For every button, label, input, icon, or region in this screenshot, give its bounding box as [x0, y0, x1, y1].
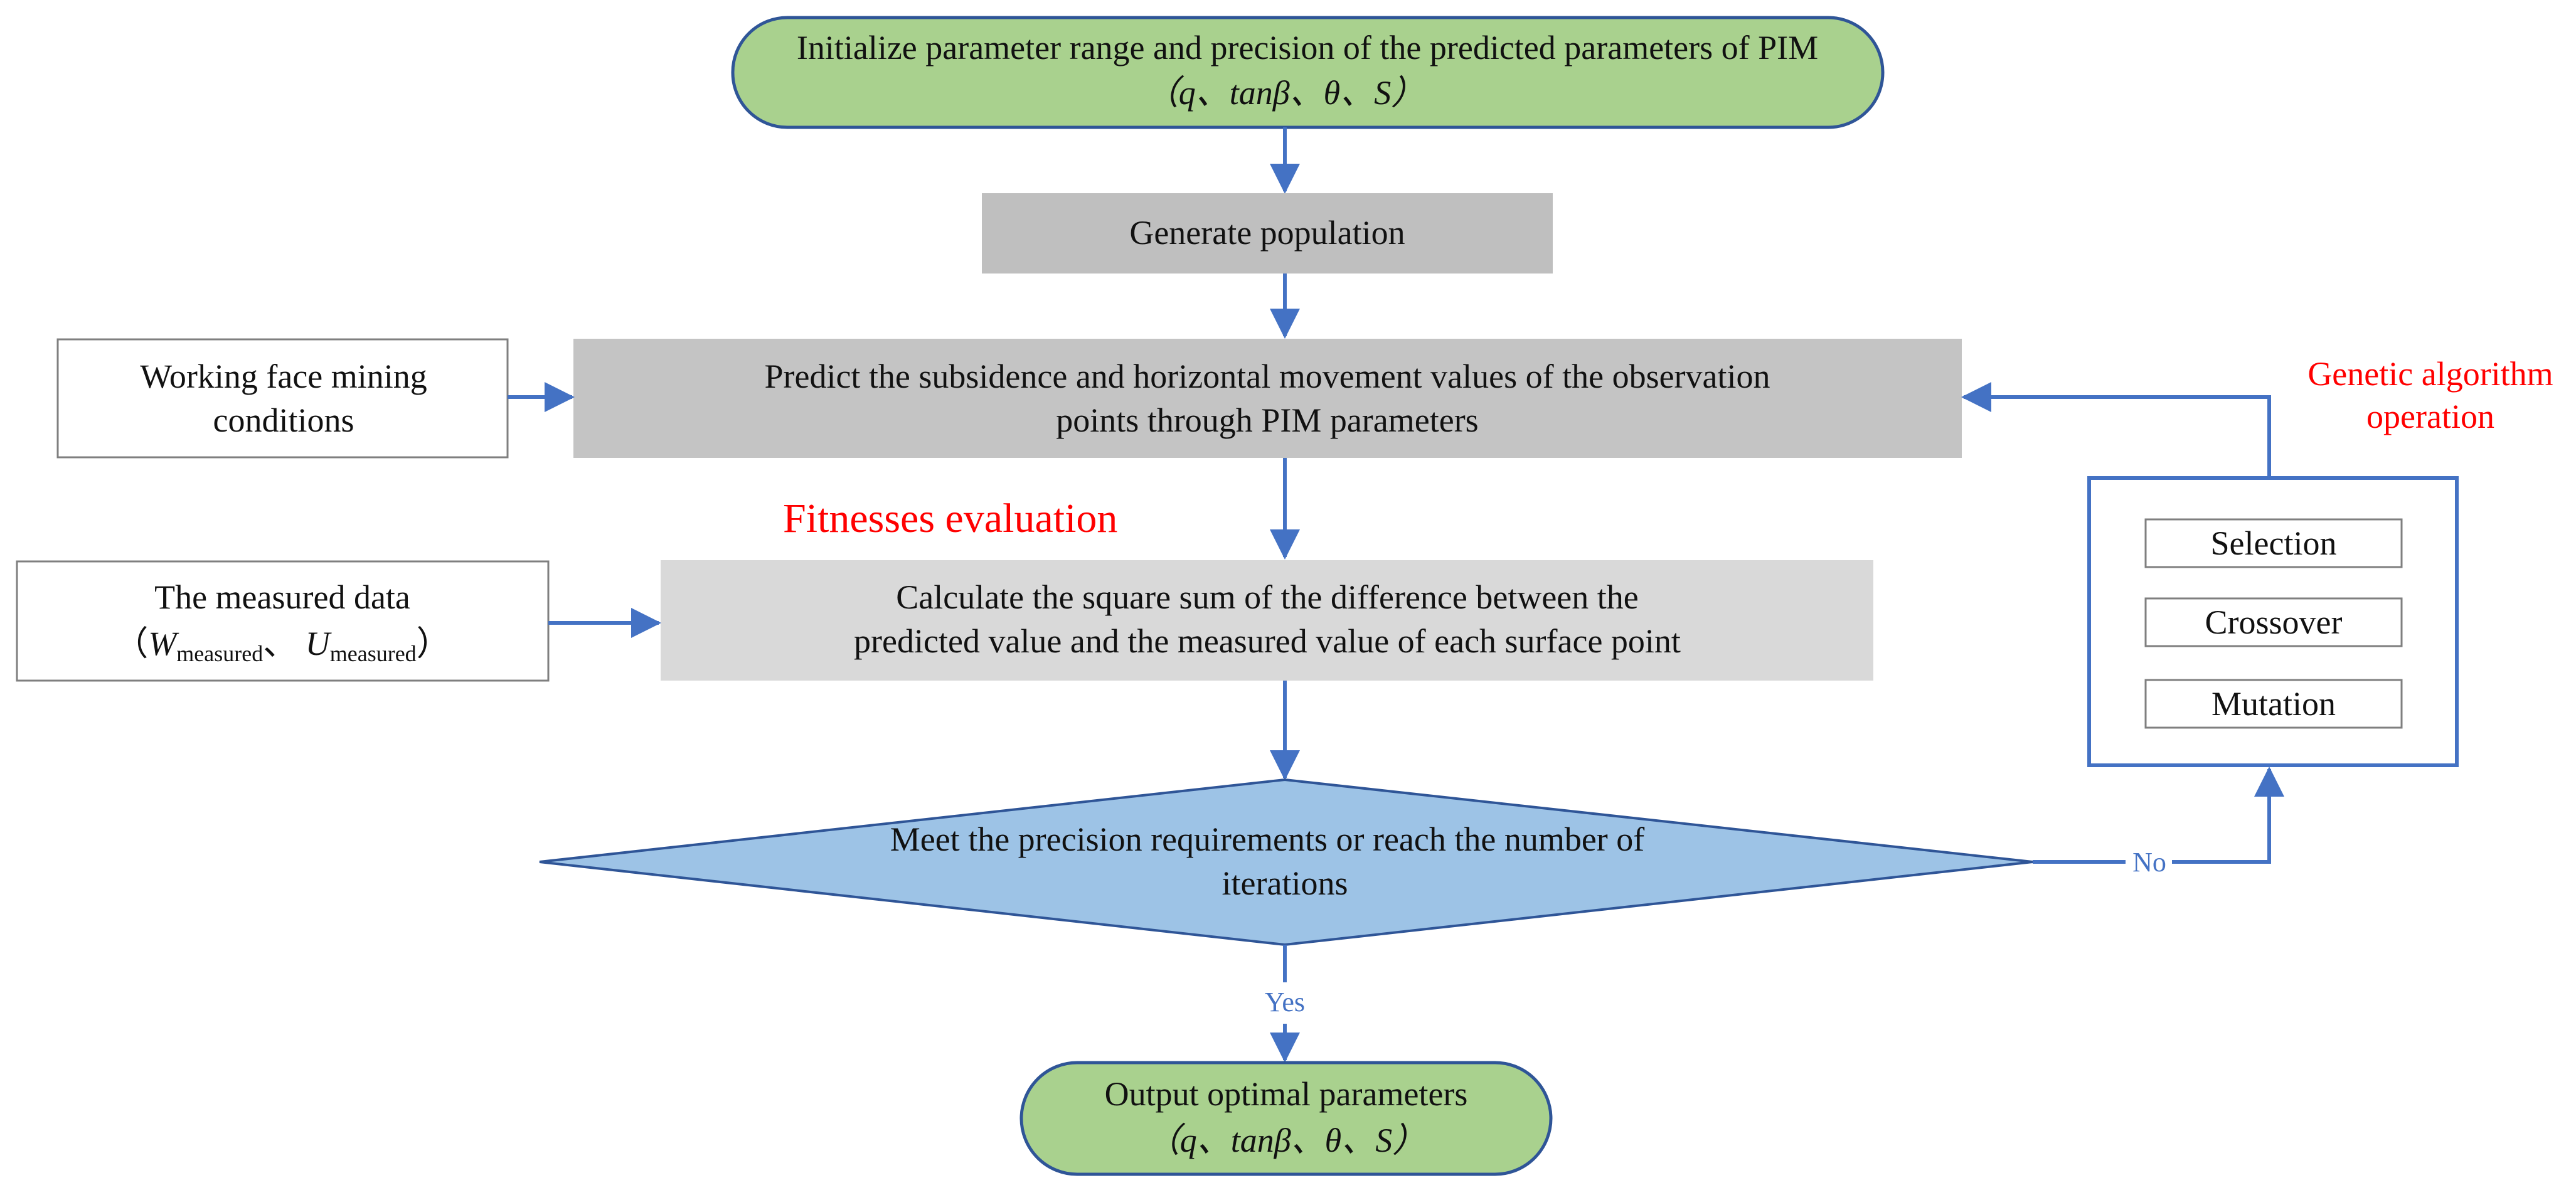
start-terminal-line2: （q、tanβ、θ、S）: [1145, 74, 1425, 112]
no-label-bg: [2126, 843, 2173, 881]
ga-label-line2: operation: [2366, 398, 2494, 435]
measured-data-shape: [16, 560, 550, 682]
arrow-ga-to-predict: [1961, 382, 2271, 478]
output-terminal-shape: [1019, 1061, 1553, 1176]
predict-line1: Predict the subsidence and horizontal mo…: [764, 358, 1770, 395]
start-terminal: Initialize parameter range and precision…: [731, 16, 1885, 129]
ga-op-mutation: Mutation: [2144, 679, 2403, 729]
generate-population-shape: [982, 193, 1553, 273]
decision-diamond: Meet the precision requirements or reach…: [539, 778, 2033, 947]
working-face-shape: [56, 338, 509, 459]
measured-data-line1: The measured data: [154, 578, 410, 616]
generate-population-box: Generate population: [982, 193, 1553, 273]
fitness-evaluation-label: Fitnesses evaluation: [783, 496, 1117, 541]
ga-operations-box: Selection Crossover Mutation: [2087, 476, 2459, 767]
start-terminal-shape: [731, 16, 1885, 129]
predict-shape: [573, 339, 1962, 458]
ga-label-line1: Genetic algorithm: [2307, 355, 2553, 393]
calculate-shape: [661, 560, 1873, 681]
ga-op-selection-shape: [2144, 518, 2403, 568]
decision-line2: iterations: [1222, 864, 1348, 902]
decision-shape: [539, 778, 2033, 947]
working-face-line2: conditions: [213, 401, 354, 439]
calculate-line2: predicted value and the measured value o…: [854, 622, 1681, 660]
ga-op-selection: Selection: [2144, 518, 2403, 568]
decision-line1: Meet the precision requirements or reach…: [890, 820, 1645, 858]
measured-data-line2: （Wmeasured、 Umeasured）: [114, 625, 450, 666]
generate-population-label: Generate population: [1129, 214, 1405, 252]
ga-op-mutation-shape: [2144, 679, 2403, 729]
no-label: No: [2132, 847, 2166, 878]
predict-box: Predict the subsidence and horizontal mo…: [573, 339, 1962, 458]
start-terminal-line1: Initialize parameter range and precision…: [797, 29, 1818, 66]
ga-op-selection-label: Selection: [2211, 524, 2337, 562]
ga-op-crossover-label: Crossover: [2205, 603, 2343, 641]
predict-line2: points through PIM parameters: [1056, 401, 1478, 439]
measured-data-box: The measured data （Wmeasured、 Umeasured）: [16, 560, 550, 682]
arrow-no-to-ga: [2172, 767, 2284, 864]
working-face-box: Working face mining conditions: [56, 338, 509, 459]
ga-op-mutation-label: Mutation: [2211, 685, 2336, 723]
yes-label: Yes: [1265, 987, 1305, 1017]
ga-op-crossover: Crossover: [2144, 597, 2403, 647]
working-face-line1: Working face mining: [140, 358, 427, 395]
ga-op-crossover-shape: [2144, 597, 2403, 647]
output-terminal-line1: Output optimal parameters: [1105, 1075, 1468, 1113]
yes-label-bg: [1255, 982, 1315, 1022]
output-terminal-line2: （q、tanβ、θ、S）: [1146, 1122, 1426, 1159]
calculate-line1: Calculate the square sum of the differen…: [896, 578, 1639, 616]
output-terminal: Output optimal parameters （q、tanβ、θ、S）: [1019, 1061, 1553, 1176]
calculate-box: Calculate the square sum of the differen…: [661, 560, 1873, 681]
